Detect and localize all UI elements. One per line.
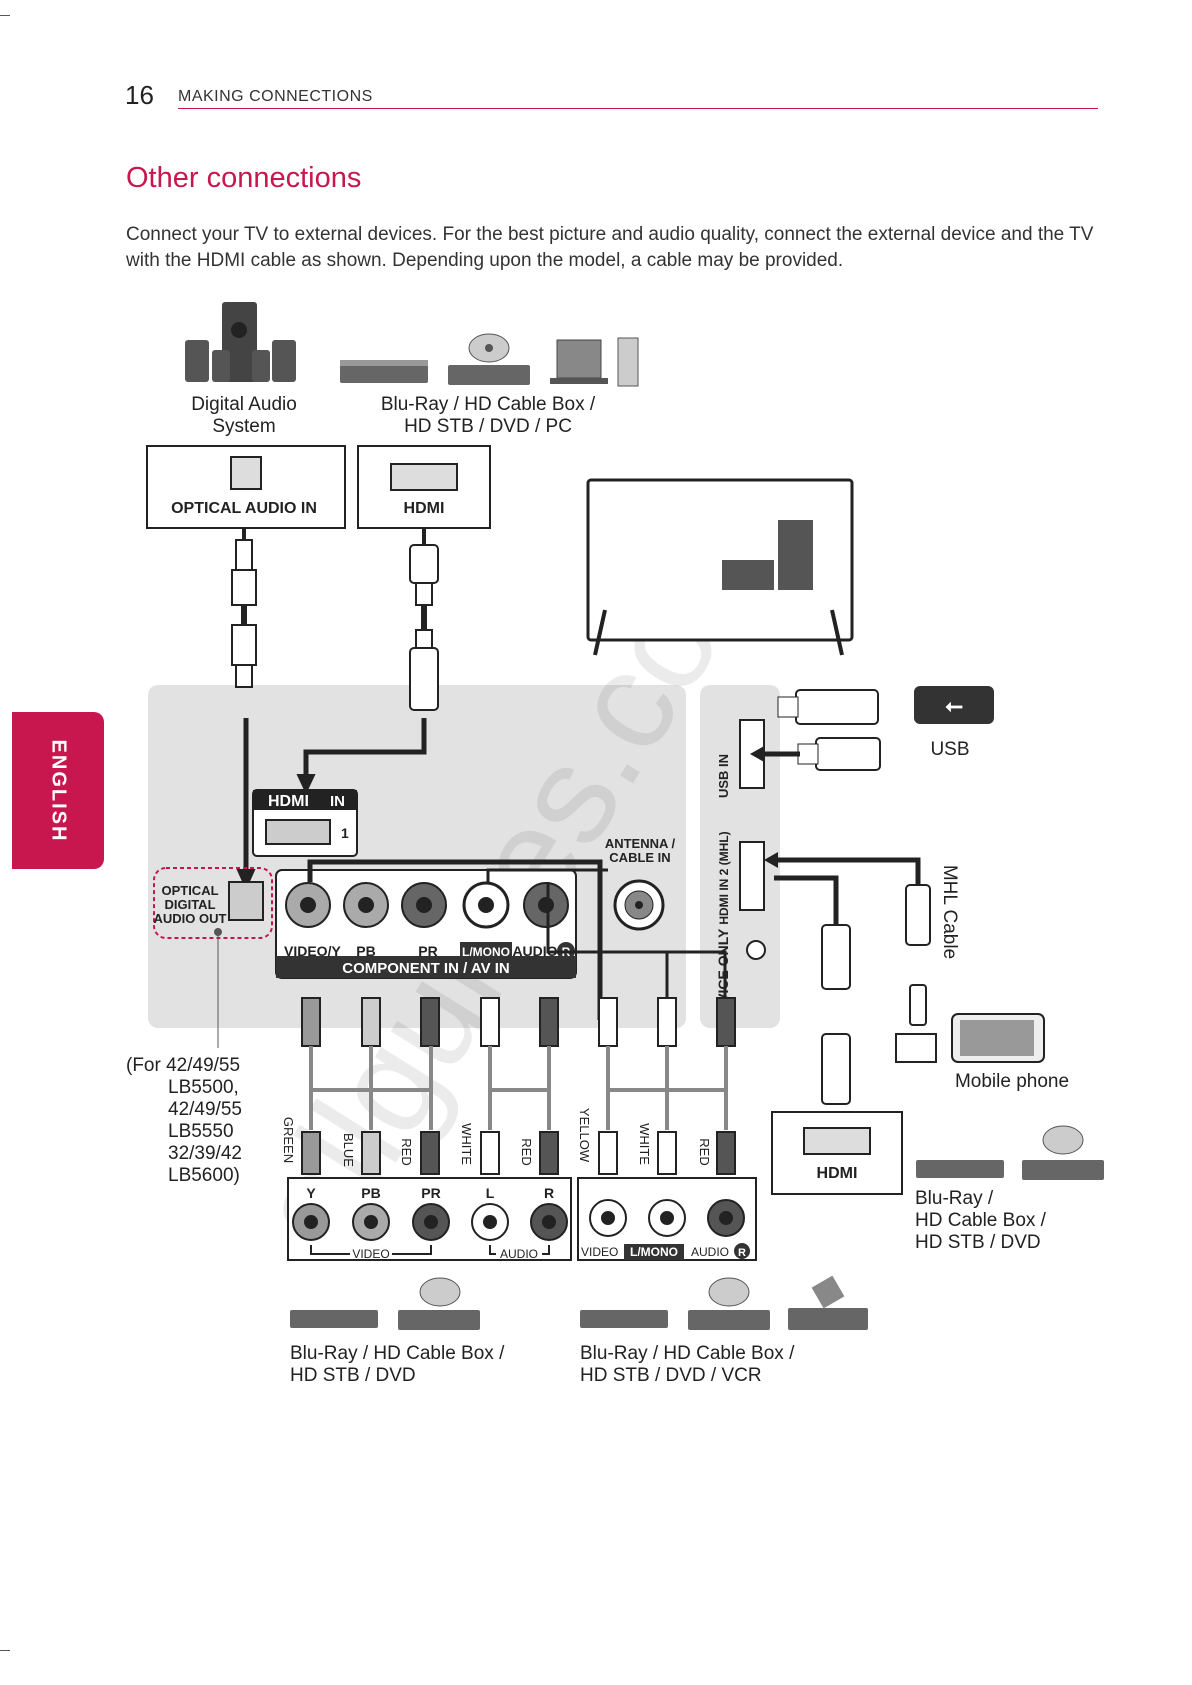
optical-out-highlight [153, 867, 273, 939]
model-note-1: (For 42/49/55 [126, 1055, 240, 1076]
mhl-cable-label: MHL Cable [939, 865, 960, 959]
usb-hdd-cable-icon [797, 737, 881, 771]
bluray-bottom-right-label-1: Blu-Ray / HD Cable Box / [580, 1343, 795, 1364]
digital-audio-label: Digital Audio [191, 394, 297, 415]
optical-audio-in-label: OPTICAL AUDIO IN [171, 500, 317, 517]
component-jacks [285, 881, 569, 929]
model-note-6: LB5600) [168, 1165, 240, 1186]
rca-plugs-lower [301, 1131, 736, 1175]
hdmi-cable-left [296, 528, 439, 795]
pc-icon [550, 337, 639, 387]
cable-yellow-label: YELLOW [577, 1108, 592, 1163]
bluray-right-label-1: Blu-Ray / [915, 1188, 994, 1209]
hdmi-right-label: HDMI [817, 1165, 858, 1182]
tv-icon [586, 478, 854, 656]
dvd-player-icon [448, 333, 530, 385]
crop-mark [0, 15, 10, 16]
service-port [746, 940, 766, 960]
device-l-label: L [486, 1185, 495, 1201]
hdmi-in-suffix: IN [330, 793, 345, 810]
bluray-pc-label: Blu-Ray / HD Cable Box / [381, 394, 596, 415]
dvd-right-icon [1022, 1125, 1104, 1180]
usb-label: USB [930, 739, 969, 760]
device-r-label: R [544, 1185, 554, 1201]
av-l-mono-label: L/MONO [630, 1245, 678, 1259]
av-r-label: R [738, 1247, 746, 1259]
av-audio-label: AUDIO [691, 1245, 729, 1259]
av-video-label: VIDEO [581, 1245, 618, 1259]
usb-stick-icon [777, 689, 879, 725]
model-note-3: 42/49/55 [168, 1099, 242, 1120]
pr-label: PR [418, 943, 437, 959]
model-note-4: LB5550 [168, 1121, 234, 1142]
optical-cable [231, 528, 257, 891]
mobile-phone-label: Mobile phone [955, 1071, 1069, 1092]
audio-label: AUDIO [512, 943, 557, 959]
cable-red2-label: RED [519, 1138, 534, 1165]
optical-out-label-2: DIGITAL [164, 897, 215, 912]
cable-white1-label: WHITE [459, 1123, 474, 1165]
hdmi-source-box [357, 445, 491, 529]
page-title: Other connections [126, 162, 362, 194]
usb-icon: ⭠ [914, 686, 994, 724]
mhl-cable-connector [905, 884, 931, 946]
vcr-icon [788, 1275, 868, 1330]
component-av-label: COMPONENT IN / AV IN [342, 960, 510, 977]
model-note-2: LB5500, [168, 1077, 239, 1098]
bluray-bottom-right-label-2: HD STB / DVD / VCR [580, 1365, 762, 1386]
dvd-bottom-right-icon [688, 1277, 770, 1330]
bluray-bottom-right-icon [580, 1310, 668, 1328]
bluray-bottom-left-icon [290, 1310, 378, 1328]
hdmi-in-2-port [739, 841, 765, 911]
bluray-player-icon [340, 360, 428, 383]
svg-text:⭠: ⭠ [945, 693, 963, 718]
bluray-right-icon [916, 1160, 1004, 1178]
mobile-phone-icon [951, 1013, 1045, 1063]
bluray-bottom-left-label-1: Blu-Ray / HD Cable Box / [290, 1343, 505, 1364]
section-header: MAKING CONNECTIONS [178, 88, 373, 105]
hdmi-in-label: HDMI [268, 793, 309, 810]
antenna-label-2: CABLE IN [609, 850, 670, 865]
intro-paragraph: Connect your TV to external devices. For… [126, 224, 1094, 271]
page-number: 16 [125, 80, 154, 110]
cable-red1-label: RED [399, 1138, 414, 1165]
model-note-5: 32/39/42 [168, 1143, 242, 1164]
speaker-system-icon [185, 302, 296, 382]
cable-green-label: GREEN [281, 1117, 296, 1163]
cable-white2-label: WHITE [637, 1123, 652, 1165]
device-video-label: VIDEO [352, 1247, 389, 1261]
bluray-bottom-left-label-2: HD STB / DVD [290, 1365, 416, 1386]
device-y-label: Y [306, 1185, 316, 1201]
cable-red3-label: RED [697, 1138, 712, 1165]
device-pr-label: PR [421, 1185, 440, 1201]
hdmi-source-label: HDMI [404, 500, 445, 517]
optical-out-port [228, 881, 264, 921]
header-rule [178, 108, 1098, 109]
device-pb-label: PB [361, 1185, 380, 1201]
bluray-pc-label-2: HD STB / DVD / PC [404, 416, 572, 437]
l-mono-label: L/MONO [462, 945, 510, 959]
optical-out-label-3: AUDIO OUT [154, 911, 227, 926]
hdmi-cable-right [821, 924, 851, 990]
hdmi-in-2-label: HDMI IN 2 (MHL) [717, 831, 731, 924]
optical-out-label-1: OPTICAL [161, 883, 218, 898]
cable-blue-label: BLUE [341, 1133, 356, 1167]
device-audio-label: AUDIO [500, 1247, 538, 1261]
crop-mark [0, 1650, 10, 1651]
digital-audio-label-2: System [212, 416, 275, 437]
video-y-label: VIDEO/Y [284, 943, 341, 959]
bluray-right-label-2: HD Cable Box / [915, 1210, 1047, 1231]
pb-label: PB [356, 943, 375, 959]
language-tab: ENGLISH [12, 712, 104, 869]
antenna-label-1: ANTENNA / [605, 836, 676, 851]
rca-plugs-upper [301, 997, 736, 1047]
hdmi-in-number: 1 [341, 825, 349, 841]
bluray-right-label-3: HD STB / DVD [915, 1232, 1041, 1253]
dvd-bottom-left-icon [398, 1277, 480, 1330]
usb-in-label: USB IN [716, 754, 731, 798]
